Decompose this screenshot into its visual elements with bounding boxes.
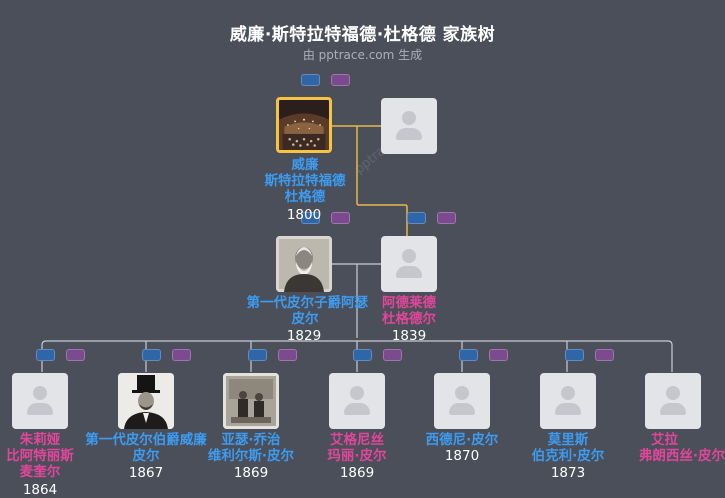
expand-father-button[interactable] xyxy=(301,74,320,86)
person-name-julia: 朱莉娅 比阿特丽斯 麦奎尔 xyxy=(0,432,105,480)
expand-mother-button[interactable] xyxy=(66,349,85,361)
name-line: 杜格德 xyxy=(284,189,326,205)
expand-father-button[interactable] xyxy=(301,212,320,224)
concert-hall-photo xyxy=(279,100,329,150)
person-name-arthur-line2: 皮尔 xyxy=(240,311,370,327)
person-year-william: 1800 xyxy=(286,207,322,223)
person-card-first-earl[interactable] xyxy=(118,373,174,429)
expand-mother-button[interactable] xyxy=(489,349,508,361)
name-line: 伯克利·皮尔 xyxy=(531,448,605,464)
name-line: 斯特拉特福德 xyxy=(264,173,346,189)
name-line: 阿德莱德 xyxy=(382,295,436,311)
person-year-maurice: 1873 xyxy=(550,465,586,481)
placeholder-avatar-icon xyxy=(27,403,53,415)
name-line: 第一代皮尔伯爵威廉 xyxy=(85,432,207,448)
name-line: 朱莉娅 xyxy=(19,432,61,448)
name-line: 皮尔 xyxy=(132,448,160,464)
placeholder-avatar-icon xyxy=(555,403,581,415)
name-line: 第一代皮尔子爵阿瑟 xyxy=(246,295,369,311)
placeholder-avatar-icon xyxy=(666,386,680,400)
person-name-adelaide: 阿德莱德 杜格德尔 xyxy=(344,295,474,327)
name-line: 艾拉 xyxy=(651,432,678,448)
placeholder-avatar-icon xyxy=(396,266,422,278)
placeholder-avatar-icon xyxy=(402,111,416,125)
person-name-maurice: 莫里斯 伯克利·皮尔 xyxy=(503,432,633,464)
name-line: 皮尔 xyxy=(291,311,319,327)
bearded-man-portrait xyxy=(276,236,332,292)
person-card-william-spouse[interactable] xyxy=(381,98,437,154)
expand-mother-button[interactable] xyxy=(595,349,614,361)
expand-mother-button[interactable] xyxy=(172,349,191,361)
top-hat-man-portrait xyxy=(118,373,174,429)
page-title: 威廉·斯特拉特福德·杜格德 家族树 xyxy=(229,25,496,45)
person-year-arthur: 1829 xyxy=(286,328,322,344)
name-line: 威廉 xyxy=(291,157,319,173)
placeholder-avatar-icon xyxy=(449,403,475,415)
expand-father-button[interactable] xyxy=(353,349,372,361)
expand-father-button[interactable] xyxy=(248,349,267,361)
person-year-adelaide: 1839 xyxy=(391,328,427,344)
group-photo xyxy=(223,373,279,429)
name-line: 维利尔斯·皮尔 xyxy=(207,448,295,464)
person-name-agnes: 艾格尼丝 玛丽·皮尔 xyxy=(292,432,422,464)
person-year-arthur-george: 1869 xyxy=(233,465,269,481)
person-card-agnes[interactable] xyxy=(329,373,385,429)
person-year-sidney: 1870 xyxy=(444,448,480,464)
person-card-adelaide[interactable] xyxy=(381,236,437,292)
root-descent-line xyxy=(356,126,408,236)
person-card-william[interactable] xyxy=(276,97,332,153)
person-name-arthur: 第一代皮尔子爵阿瑟 xyxy=(240,295,369,311)
name-line: 亚瑟·乔治 xyxy=(221,432,281,448)
placeholder-avatar-icon xyxy=(396,128,422,140)
placeholder-avatar-icon xyxy=(561,386,575,400)
person-card-arthur-george[interactable] xyxy=(223,373,279,429)
expand-mother-button[interactable] xyxy=(383,349,402,361)
person-card-julia[interactable] xyxy=(12,373,68,429)
placeholder-avatar-icon xyxy=(455,386,469,400)
name-line: 莫里斯 xyxy=(547,432,589,448)
expand-father-button[interactable] xyxy=(565,349,584,361)
expand-father-button[interactable] xyxy=(36,349,55,361)
name-line: 麦奎尔 xyxy=(19,464,61,480)
name-line: 西德尼·皮尔 xyxy=(425,432,499,448)
person-year-julia: 1864 xyxy=(22,482,58,498)
placeholder-avatar-icon xyxy=(344,403,370,415)
person-name-first-earl: 第一代皮尔伯爵威廉 皮尔 xyxy=(72,432,220,464)
name-line: 杜格德尔 xyxy=(382,311,436,327)
name-line: 玛丽·皮尔 xyxy=(327,448,387,464)
expand-mother-button[interactable] xyxy=(278,349,297,361)
page-subtitle: 由 pptrace.com 生成 xyxy=(302,48,423,62)
person-card-maurice[interactable] xyxy=(540,373,596,429)
expand-mother-button[interactable] xyxy=(331,212,350,224)
name-line: 艾格尼丝 xyxy=(330,432,384,448)
expand-father-button[interactable] xyxy=(142,349,161,361)
expand-mother-button[interactable] xyxy=(331,74,350,86)
name-line: 弗朗西丝·皮尔 xyxy=(638,448,725,464)
person-card-sidney[interactable] xyxy=(434,373,490,429)
person-name-william: 威廉 斯特拉特福德 杜格德 xyxy=(240,157,370,205)
person-year-first-earl: 1867 xyxy=(128,465,164,481)
person-name-arthur-george: 亚瑟·乔治 维利尔斯·皮尔 xyxy=(186,432,316,464)
person-year-agnes: 1869 xyxy=(339,465,375,481)
expand-father-button[interactable] xyxy=(459,349,478,361)
person-card-arthur[interactable] xyxy=(276,236,332,292)
placeholder-avatar-icon xyxy=(350,386,364,400)
placeholder-avatar-icon xyxy=(660,403,686,415)
placeholder-avatar-icon xyxy=(402,249,416,263)
name-line: 比阿特丽斯 xyxy=(6,448,74,464)
expand-mother-button[interactable] xyxy=(437,212,456,224)
expand-father-button[interactable] xyxy=(407,212,426,224)
person-card-ella[interactable] xyxy=(645,373,701,429)
person-name-ella: 艾拉 弗朗西丝·皮尔 xyxy=(604,432,725,464)
placeholder-avatar-icon xyxy=(33,386,47,400)
person-name-sidney: 西德尼·皮尔 xyxy=(397,432,527,448)
